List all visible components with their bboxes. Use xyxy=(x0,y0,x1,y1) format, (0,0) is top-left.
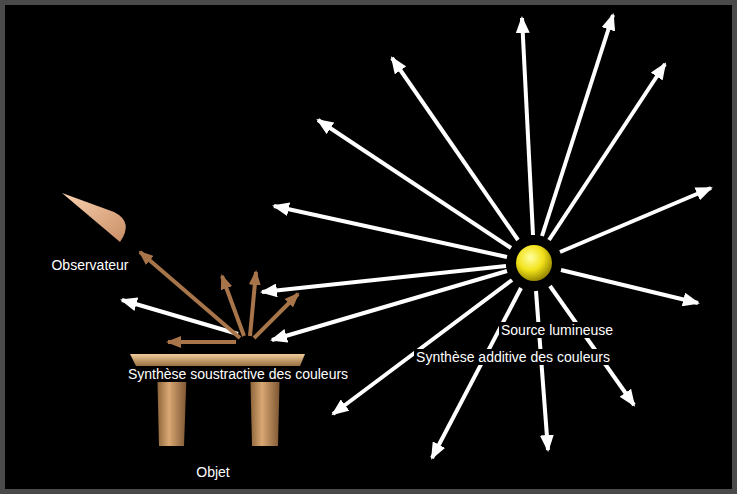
light-ray xyxy=(432,288,521,458)
light-ray xyxy=(536,291,548,450)
light-source xyxy=(516,245,552,281)
light-ray xyxy=(333,280,512,414)
light-ray xyxy=(560,188,711,252)
colored-ray xyxy=(140,252,240,338)
label: Synthèse soustractive des couleurs xyxy=(126,366,350,382)
light-ray xyxy=(262,266,506,292)
reflected-ray xyxy=(122,300,238,334)
sun-halo xyxy=(508,237,560,289)
colored-ray xyxy=(254,294,298,338)
light-ray xyxy=(549,64,665,240)
label: Objet xyxy=(194,464,231,480)
light-ray xyxy=(318,120,511,248)
light-ray xyxy=(522,18,533,235)
colored-ray xyxy=(222,276,244,336)
light-ray xyxy=(542,15,613,236)
light-ray xyxy=(274,206,507,257)
label: Synthèse additive des couleurs xyxy=(414,349,612,365)
colored-ray xyxy=(250,272,256,336)
background xyxy=(5,5,732,489)
observer-eye xyxy=(62,193,126,242)
light-ray xyxy=(550,286,634,405)
label: Observateur xyxy=(49,257,130,273)
label: Source lumineuse xyxy=(499,322,615,338)
light-ray xyxy=(272,271,507,340)
colored-rays xyxy=(140,252,298,342)
light-rays xyxy=(122,15,711,458)
table-top xyxy=(130,354,305,366)
light-ray xyxy=(561,270,698,303)
colored-ray xyxy=(168,340,236,344)
